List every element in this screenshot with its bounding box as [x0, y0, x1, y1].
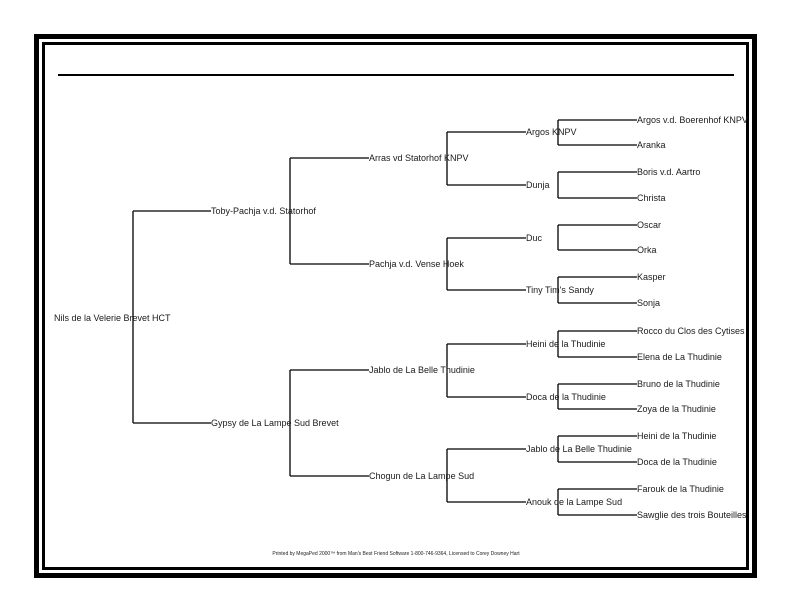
great-great-grandparent-name[interactable]: Christa	[637, 193, 666, 203]
inner-border	[42, 42, 749, 570]
grandparent-name[interactable]: Chogun de La Lampe Sud	[369, 471, 475, 481]
great-great-grandparent-name[interactable]: Argos v.d. Boerenhof KNPV	[637, 115, 748, 125]
great-great-grandparent-name[interactable]: Sonja	[637, 298, 661, 308]
dam-name[interactable]: Gypsy de La Lampe Sud Brevet	[211, 418, 339, 428]
great-great-grandparent-name[interactable]: Farouk de la Thudinie	[637, 484, 724, 494]
great-grandparent-name[interactable]: Heini de la Thudinie	[526, 339, 606, 349]
grandparent-name[interactable]: Arras vd Statorhof KNPV	[369, 153, 469, 163]
grandparent-name[interactable]: Jablo de La Belle Thudinie	[369, 365, 475, 375]
great-grandparent-name[interactable]: Anouk de la Lampe Sud	[526, 497, 623, 507]
pedigree-names: Nils de la Velerie Brevet HCT Toby-Pachj…	[54, 115, 748, 520]
subject-name[interactable]: Nils de la Velerie Brevet HCT	[54, 313, 171, 323]
great-grandparent-name[interactable]: Duc	[526, 233, 543, 243]
great-grandparent-name[interactable]: Doca de la Thudinie	[526, 392, 606, 402]
great-grandparent-name[interactable]: Dunja	[526, 180, 550, 190]
sire-name[interactable]: Toby-Pachja v.d. Statorhof	[211, 206, 316, 216]
great-great-grandparent-name[interactable]: Doca de la Thudinie	[637, 457, 717, 467]
printed-by-footer: Printed by MegaPed 2000™ from Man's Best…	[272, 551, 520, 557]
great-great-grandparent-name[interactable]: Rocco du Clos des Cytises	[637, 326, 745, 336]
great-great-grandparent-name[interactable]: Kasper	[637, 272, 666, 282]
great-great-grandparent-name[interactable]: Bruno de la Thudinie	[637, 379, 720, 389]
great-great-grandparent-name[interactable]: Aranka	[637, 140, 666, 150]
great-grandparent-name[interactable]: Jablo de La Belle Thudinie	[526, 444, 632, 454]
header-rule	[58, 74, 734, 76]
great-great-grandparent-name[interactable]: Heini de la Thudinie	[637, 431, 717, 441]
great-great-grandparent-name[interactable]: Elena de La Thudinie	[637, 352, 722, 362]
great-great-grandparent-name[interactable]: Orka	[637, 245, 657, 255]
great-great-grandparent-name[interactable]: Zoya de la Thudinie	[637, 404, 716, 414]
great-great-grandparent-name[interactable]: Oscar	[637, 220, 662, 230]
grandparent-name[interactable]: Pachja v.d. Vense Hoek	[369, 259, 464, 269]
great-grandparent-name[interactable]: Tiny Tim's Sandy	[526, 285, 594, 295]
great-great-grandparent-name[interactable]: Boris v.d. Aartro	[637, 167, 701, 177]
great-great-grandparent-name[interactable]: Sawglie des trois Bouteilles	[637, 510, 747, 520]
outer-border	[34, 34, 757, 578]
great-grandparent-name[interactable]: Argos KNPV	[526, 127, 577, 137]
